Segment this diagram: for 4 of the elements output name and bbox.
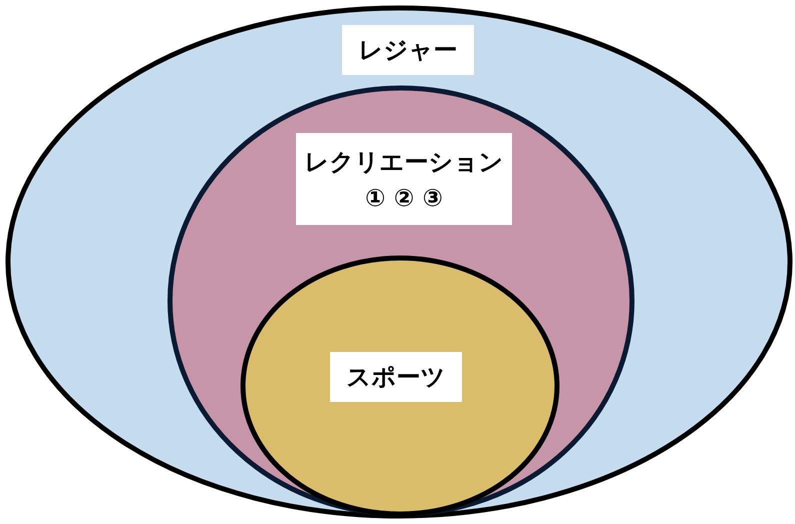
circled-numbers: ① ② ③ [365, 184, 443, 212]
set-label: レクリエーション [304, 147, 504, 178]
set-label: レジャー [358, 35, 458, 66]
set-label: スポーツ [346, 362, 446, 393]
